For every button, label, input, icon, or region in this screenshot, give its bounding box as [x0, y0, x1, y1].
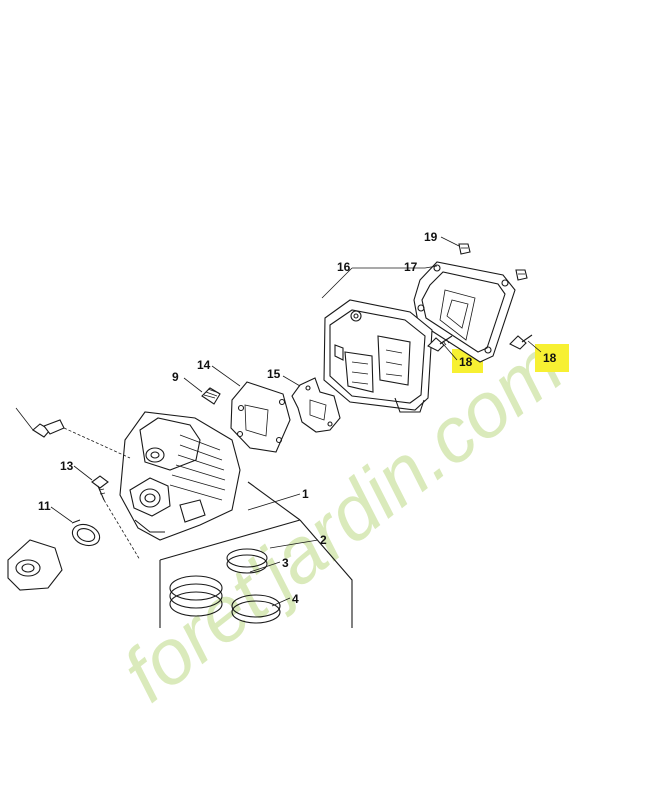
piston-rings: [169, 575, 223, 617]
callout-18-left: 18: [459, 355, 473, 369]
cylinder: [119, 411, 241, 541]
leader-lines: [50, 236, 542, 607]
callout-4: 4: [292, 592, 299, 606]
cover-plate-17: [413, 261, 516, 363]
spark-plug: [15, 407, 65, 438]
callout-19: 19: [424, 230, 438, 244]
callout-13: 13: [60, 459, 74, 473]
nut-19-right: [515, 269, 528, 281]
callout-14: 14: [197, 358, 211, 372]
callout-1: 1: [302, 487, 309, 501]
callout-17: 17: [404, 260, 418, 274]
highlight-box-18b: [535, 344, 569, 372]
callout-3: 3: [282, 556, 289, 570]
ring-4: [231, 594, 281, 624]
gasket-15: [291, 377, 341, 433]
callout-9: 9: [172, 370, 179, 384]
screw-13: [91, 475, 109, 501]
gasket-14: [230, 381, 291, 453]
callout-18-right: 18: [543, 351, 557, 365]
nut-19-left: [458, 243, 471, 255]
screw-13-leader: [103, 499, 141, 561]
callout-11: 11: [38, 499, 51, 513]
screw-18-right: [509, 334, 533, 350]
spring-9: [201, 387, 221, 405]
callout-16: 16: [337, 260, 351, 274]
piston-pin-ring: [226, 548, 268, 574]
callout-15: 15: [267, 367, 281, 381]
plug-leader: [63, 427, 131, 459]
clamp-11: [71, 519, 101, 547]
callout-2: 2: [320, 533, 327, 547]
muffler-16: [323, 299, 433, 413]
intake-flange: [7, 539, 63, 591]
